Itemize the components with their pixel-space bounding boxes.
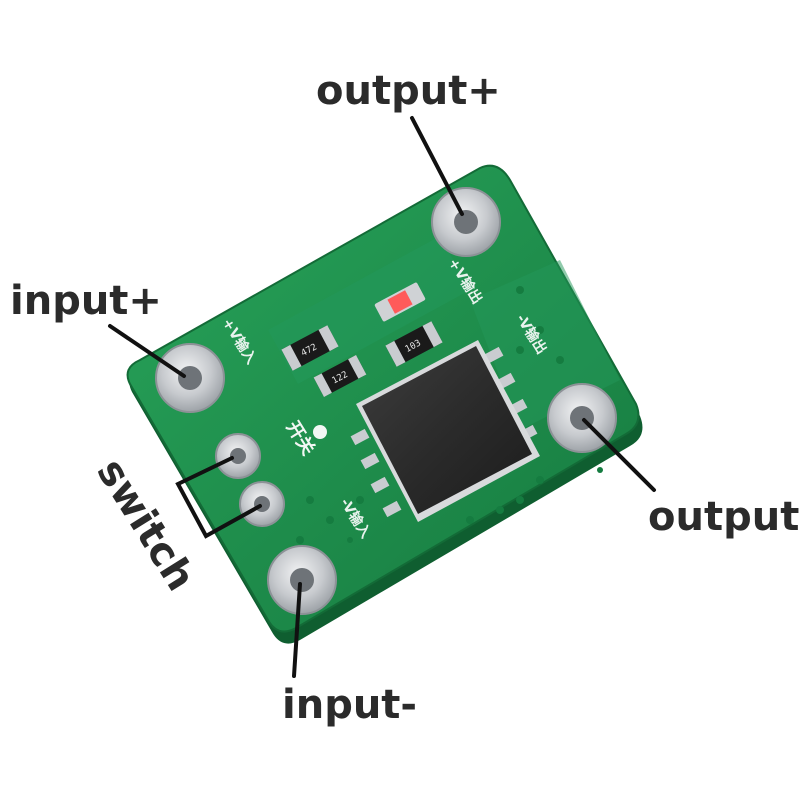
- smd-resistor-122: 122: [313, 355, 367, 397]
- pad-output-plus: [431, 187, 501, 257]
- switch-bracket: [175, 456, 262, 539]
- pad-input-minus: [267, 545, 337, 615]
- leader-line-output-minus: [582, 418, 656, 492]
- leader-line-input-plus: [108, 324, 186, 378]
- label-output-plus: output+: [316, 68, 501, 114]
- label-input-plus: input+: [10, 278, 162, 324]
- leader-line-input-minus: [292, 582, 302, 678]
- pad-switch-1: [215, 433, 261, 479]
- leader-line-output-plus: [410, 116, 464, 216]
- ic-chip: [350, 340, 540, 522]
- smd-led: [374, 282, 426, 322]
- label-output-minus: output-: [648, 494, 800, 540]
- smd-resistor-472: 472: [281, 325, 339, 371]
- smd-resistor-103: 103: [385, 321, 443, 367]
- pad-switch-2: [239, 481, 285, 527]
- pad-input-plus: [155, 343, 225, 413]
- label-input-minus: input-: [282, 682, 417, 728]
- pin1-marker-dot: [313, 425, 327, 439]
